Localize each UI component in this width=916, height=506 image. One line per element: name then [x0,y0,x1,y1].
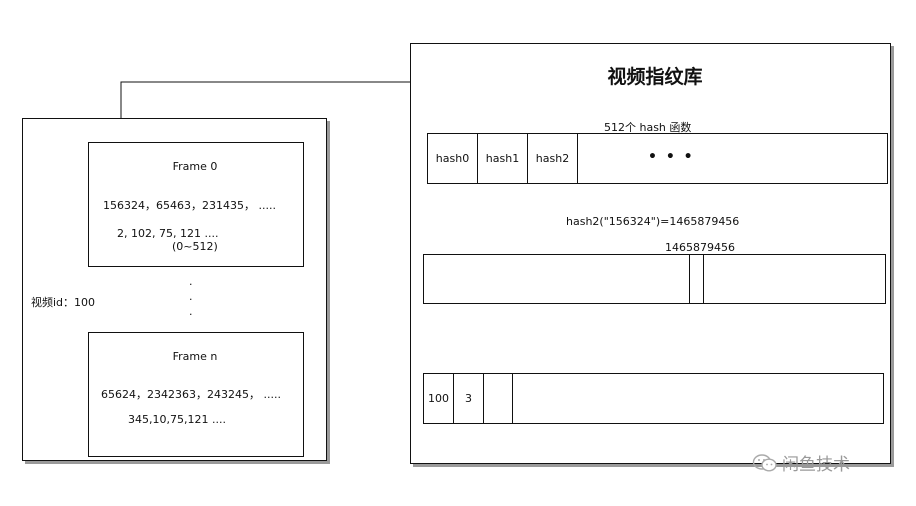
vertical-dot-1: · [189,278,193,291]
bucket-slot [689,255,704,303]
bucket-value-label: 1465879456 [665,241,735,254]
library-title: 视频指纹库 [607,66,703,88]
frame-0-values: 2, 102, 75, 121 .... [117,227,219,240]
hash-cell-0: hash0 [428,134,478,183]
hash-function-row: hash0 hash1 hash2 • • • [427,133,888,184]
hash-bucket-row [423,254,886,304]
watermark: 闲鱼技术 [752,450,850,475]
index-cell-empty [484,374,513,423]
frame-0-box [88,142,304,267]
vertical-dot-2: · [189,293,193,306]
hash-cell-2: hash2 [528,134,578,183]
vertical-dot-3: · [189,308,193,321]
frame-0-title: Frame 0 [172,160,218,173]
frame-n-hashes: 65624，2342363，243245， ..... [101,388,281,401]
frame-n-box [88,332,304,457]
video-index-row: 100 3 [423,373,884,424]
frame-n-values: 345,10,75,121 .... [128,413,226,426]
hash-formula-label: hash2("156324")=1465879456 [566,215,740,228]
hash-cell-1: hash1 [478,134,528,183]
frame-0-range: (0~512) [172,240,218,253]
frame-0-hashes: 156324，65463，231435， ..... [103,199,276,212]
index-cell-frame-count: 3 [454,374,484,423]
hash-ellipsis: • • • [648,149,695,165]
watermark-text: 闲鱼技术 [782,455,850,475]
index-cell-video-id: 100 [424,374,454,423]
hash-count-label: 512个 hash 函数 [604,121,692,134]
video-id-label: 视频id：100 [31,296,96,309]
wechat-icon [752,453,777,472]
frame-n-title: Frame n [172,350,218,363]
